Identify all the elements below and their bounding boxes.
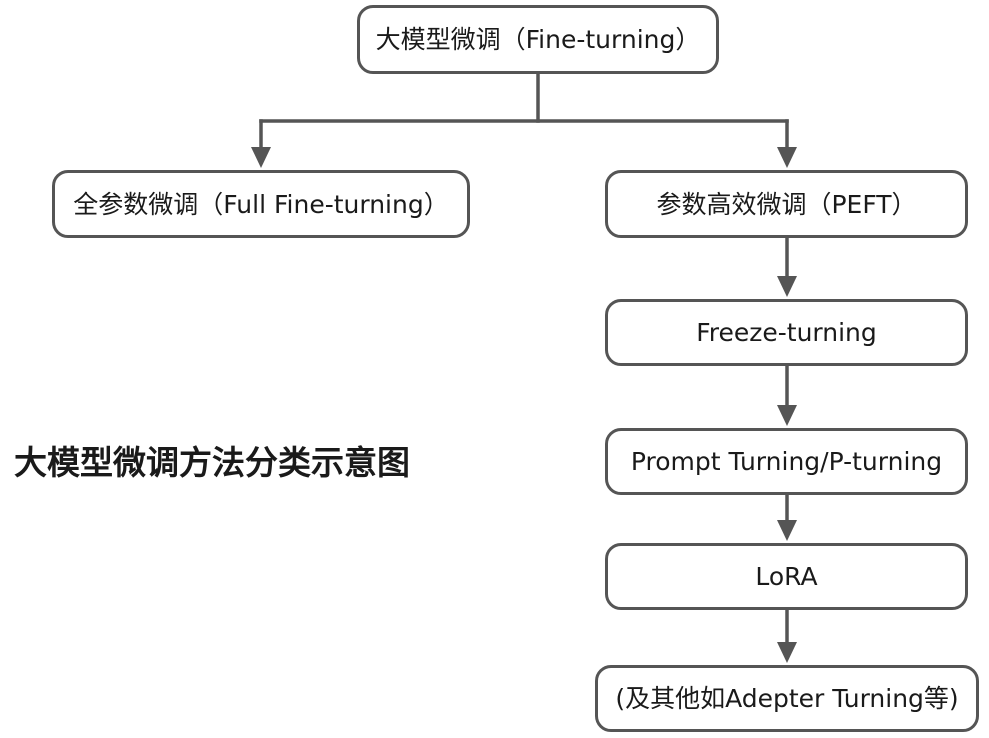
node-freeze-tuning: Freeze-turning xyxy=(605,299,968,366)
node-other-methods-label: (及其他如Adepter Turning等) xyxy=(615,684,959,713)
node-prompt-tuning-label: Prompt Turning/P-turning xyxy=(630,447,943,476)
arrowhead-peft-icon xyxy=(777,147,797,168)
node-lora-label: LoRA xyxy=(755,562,818,591)
node-peft-label: 参数高效微调（PEFT） xyxy=(656,189,917,219)
node-root: 大模型微调（Fine-turning） xyxy=(357,5,719,74)
node-full-fine-tuning: 全参数微调（Full Fine-turning） xyxy=(52,170,470,238)
arrowhead-prompt-icon xyxy=(777,405,797,426)
arrowhead-lora-icon xyxy=(777,520,797,541)
arrowhead-freeze-icon xyxy=(777,276,797,297)
node-full-fine-tuning-label: 全参数微调（Full Fine-turning） xyxy=(73,189,449,219)
arrowhead-others-icon xyxy=(777,642,797,663)
arrowhead-full-icon xyxy=(251,147,271,168)
node-prompt-tuning: Prompt Turning/P-turning xyxy=(605,428,968,495)
node-peft: 参数高效微调（PEFT） xyxy=(605,170,968,238)
node-root-label: 大模型微调（Fine-turning） xyxy=(375,25,701,54)
node-freeze-tuning-label: Freeze-turning xyxy=(696,318,877,347)
diagram-caption: 大模型微调方法分类示意图 xyxy=(14,443,410,482)
node-lora: LoRA xyxy=(605,543,968,610)
node-other-methods: (及其他如Adepter Turning等) xyxy=(595,665,979,732)
